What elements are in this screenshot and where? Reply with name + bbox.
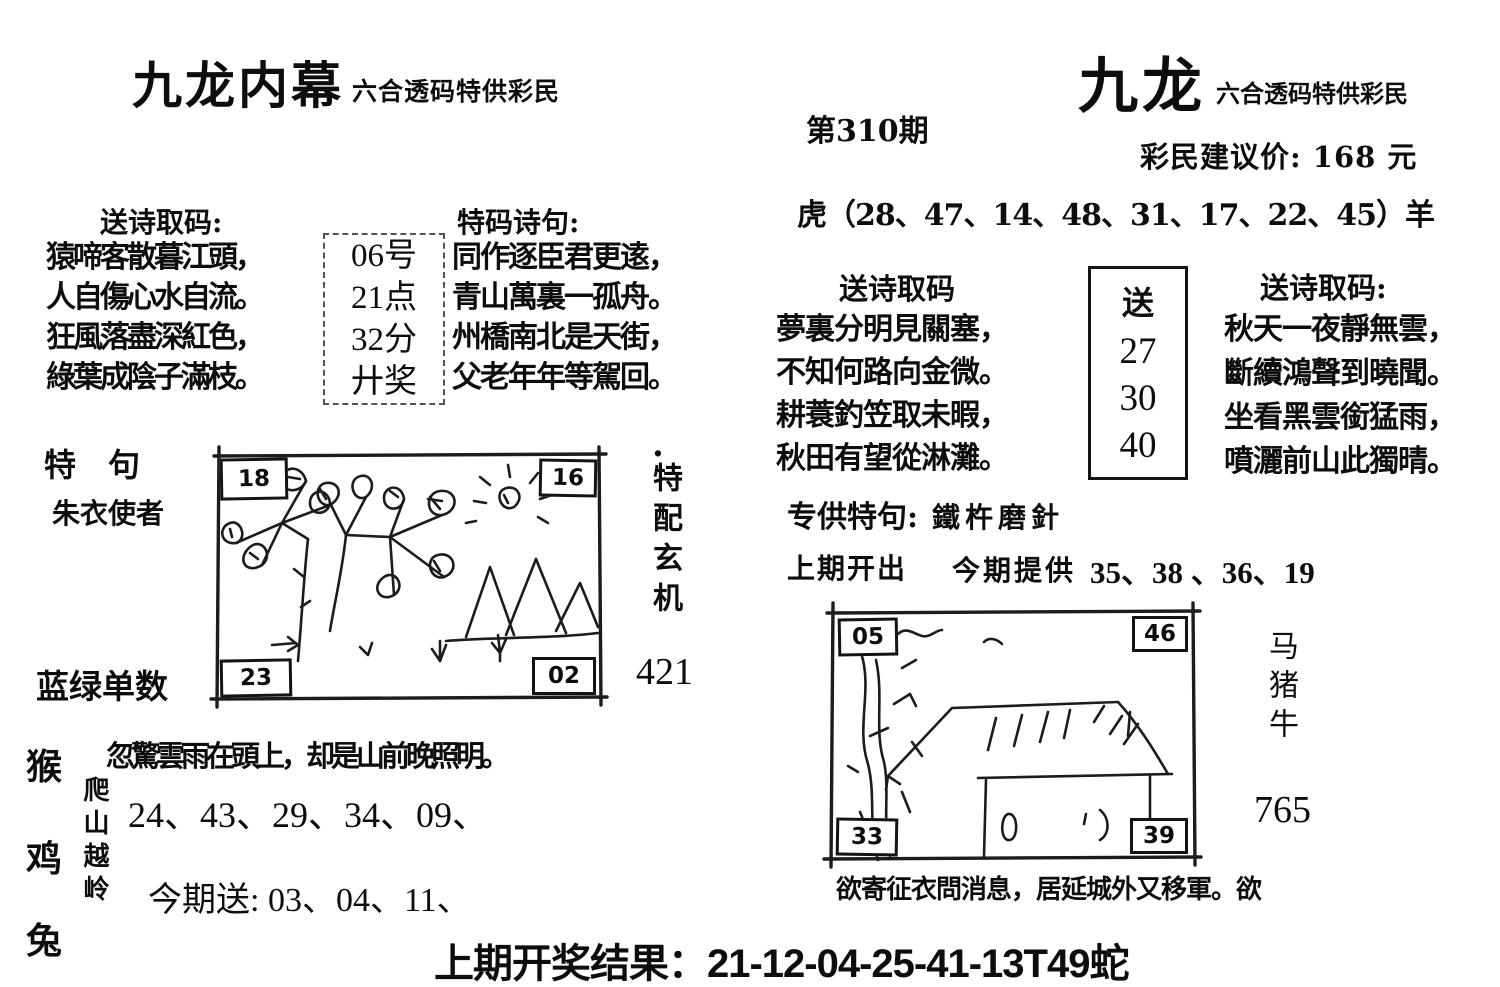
- price-line: 彩民建议价: 168 元: [1140, 140, 1418, 174]
- te-ju-label: 特 句: [44, 446, 141, 484]
- left-poem-heading: 送诗取码:: [100, 206, 223, 239]
- special-poem-line: 同作逐臣君更逺，: [452, 240, 678, 275]
- house-corner-br: 39: [1130, 818, 1188, 854]
- left-poem-line: 綠葉成陰子滿枝。: [46, 360, 265, 395]
- right-masthead-subtitle: 六合透码特供彩民: [1216, 79, 1408, 108]
- tree-sketch: 18 16 23 02: [209, 445, 609, 709]
- right-poem2-line: 坐看黑雲銜猛雨，: [1224, 400, 1457, 435]
- house-sketch: 05 46 33 39: [822, 601, 1203, 869]
- right-poem2-heading: 送诗取码:: [1260, 271, 1387, 305]
- zodiac-chicken: 鸡: [26, 838, 63, 880]
- house-caption: 欲寄征衣問消息，居延城外又移軍。欲: [836, 875, 1262, 905]
- house-sketch-drawing: [822, 601, 1203, 869]
- bottom-numbers: 24、43、29、34、09、: [128, 795, 489, 835]
- prev-open-label: 上期开出: [787, 552, 908, 585]
- masthead-subtitle: 六合透码特供彩民: [352, 77, 561, 106]
- prize-box: 06号 21点 32分 廾奖: [323, 233, 445, 405]
- right-poem1-line: 秋田有望從淋灘。: [776, 441, 1009, 476]
- right-poem1-line: 夢裏分明見關塞，: [776, 312, 1009, 347]
- special-offer-label: 专供特句:: [787, 500, 919, 535]
- house-number: 765: [1254, 789, 1311, 831]
- mystery-label: 特配玄机: [647, 462, 682, 622]
- right-poem2-line: 秋天一夜靜無雲，: [1224, 312, 1457, 347]
- special-poem-line: 州橋南北是天街，: [452, 320, 678, 355]
- current-provide-label: 今期提供: [952, 554, 1077, 587]
- house-corner-tl: 05: [837, 617, 899, 657]
- house-zodiacs: 马猪牛: [1263, 630, 1298, 747]
- tree-corner-tr: 16: [538, 458, 598, 498]
- right-poem1: 夢裏分明見關塞， 不知何路向金微。 耕蓑釣笠取未暇， 秋田有望從淋灘。: [776, 308, 1009, 480]
- right-poem2: 秋天一夜靜無雲， 斷續鴻聲到曉聞。 坐看黑雲銜猛雨， 噴灑前山此獨晴。: [1224, 308, 1457, 484]
- right-poem1-line: 不知何路向金微。: [776, 355, 1009, 390]
- right-masthead-title: 九龙: [1078, 52, 1206, 122]
- tree-corner-bl: 23: [219, 658, 293, 698]
- messenger-label: 朱衣使者: [52, 497, 165, 530]
- special-poem-heading: 特码诗句:: [457, 206, 580, 239]
- tree-sketch-drawing: [209, 445, 609, 709]
- send-box-number: 30: [1119, 377, 1157, 419]
- prize-box-item: 32分: [351, 322, 417, 358]
- left-poem: 猿啼客散暮江頭， 人自傷心水自流。 狂風落盡深紅色， 綠葉成陰子滿枝。: [46, 238, 265, 398]
- zodiac-monkey: 猴: [26, 746, 63, 788]
- climb-phrase: 爬山越岭: [79, 776, 109, 908]
- footer-result: 上期开奖结果：21-12-04-25-41-13T49蛇: [434, 942, 1129, 986]
- zodiac-rabbit: 兔: [26, 920, 63, 962]
- masthead-title: 九龙内幕: [132, 56, 344, 115]
- mystery-number: 421: [636, 651, 693, 693]
- send-box: 送 27 30 40: [1088, 266, 1188, 480]
- send-box-label: 送: [1121, 283, 1154, 322]
- blue-green-label: 蓝绿单数: [36, 668, 168, 705]
- gift-line: 今期送: 03、04、11、: [148, 882, 471, 919]
- house-corner-tr: 46: [1132, 616, 1188, 652]
- zodiac-numbers-line: 虎（28、47、14、48、31、17、22、45）羊: [797, 198, 1435, 233]
- house-corner-bl: 33: [835, 817, 899, 857]
- right-poem2-line: 噴灑前山此獨晴。: [1224, 444, 1457, 479]
- send-box-number: 27: [1119, 330, 1157, 372]
- special-poem-line: 父老年年等駕回。: [452, 360, 678, 395]
- left-poem-line: 人自傷心水自流。: [46, 280, 265, 315]
- prize-box-item: 21点: [351, 280, 417, 316]
- prize-box-item: 06号: [351, 238, 417, 274]
- special-poem: 同作逐臣君更逺， 青山萬裏一孤舟。 州橋南北是天街， 父老年年等駕回。: [452, 238, 678, 398]
- right-poem2-line: 斷續鴻聲到曉聞。: [1224, 356, 1457, 391]
- mystery-dot: ·: [652, 434, 664, 474]
- issue-number: 第310期: [806, 114, 929, 149]
- left-poem-line: 狂風落盡深紅色，: [46, 320, 265, 355]
- left-poem-line: 猿啼客散暮江頭，: [46, 240, 265, 275]
- send-box-number: 40: [1119, 424, 1157, 466]
- right-poem1-heading: 送诗取码: [839, 272, 956, 306]
- bottom-sentence: 忽驚雲雨在頭上，却是山前晚照明。: [106, 739, 510, 773]
- prize-box-item: 廾奖: [351, 364, 417, 400]
- tree-corner-tl: 18: [219, 457, 289, 501]
- tree-corner-br: 02: [532, 657, 596, 695]
- special-poem-line: 青山萬裏一孤舟。: [452, 280, 678, 315]
- provide-numbers: 35、38 、36、19: [1090, 555, 1315, 590]
- special-offer-value: 鐵杵磨針: [932, 501, 1065, 534]
- right-poem1-line: 耕蓑釣笠取未暇，: [776, 398, 1009, 433]
